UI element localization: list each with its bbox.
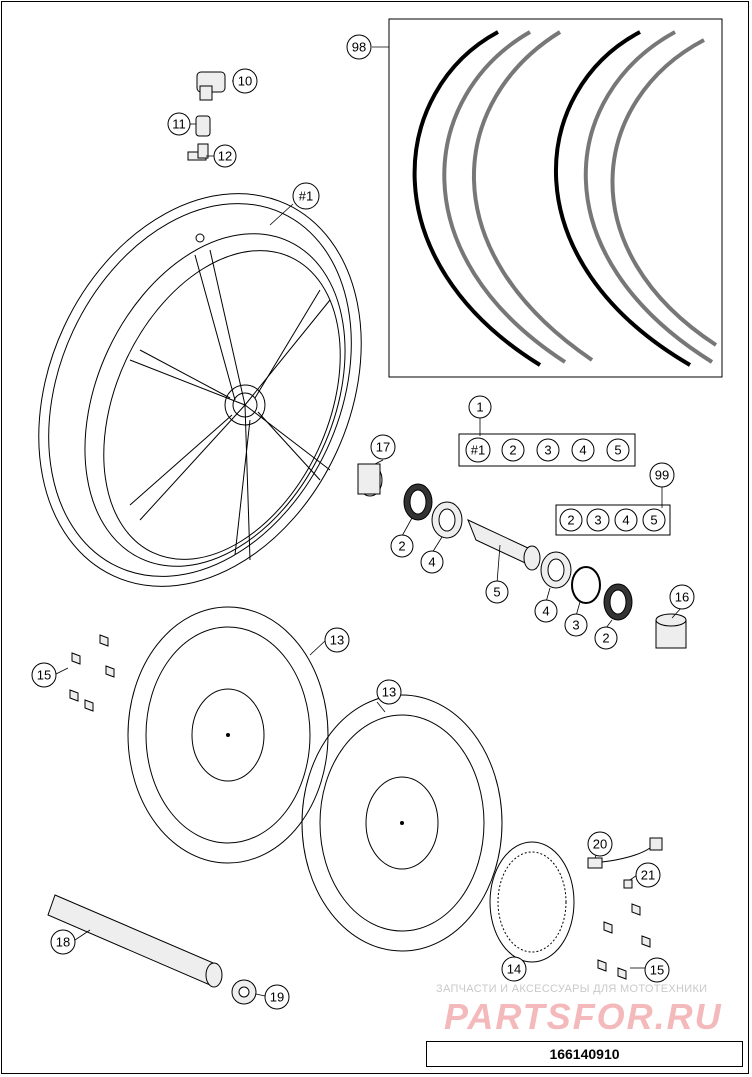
spacer-17 — [357, 463, 383, 497]
callout-19: 19 — [264, 984, 290, 1010]
svg-text:18: 18 — [56, 935, 70, 950]
distance-sleeve-5 — [467, 519, 541, 571]
spacer-16 — [655, 613, 687, 649]
callout-1: 1 — [468, 395, 492, 419]
callout-2-right: 2 — [594, 626, 618, 650]
svg-text:98: 98 — [352, 40, 366, 55]
svg-text:21: 21 — [641, 868, 655, 883]
circlip-3 — [571, 566, 601, 604]
svg-text:4: 4 — [542, 604, 549, 619]
disc-bolts-right — [597, 903, 651, 980]
callout-14: 14 — [501, 956, 527, 982]
callout-17: 17 — [370, 434, 396, 460]
svg-text:11: 11 — [172, 117, 186, 132]
abs-sensor-ring — [489, 841, 575, 963]
callout-wheel: #1 — [292, 182, 320, 210]
svg-text:3: 3 — [544, 443, 551, 458]
valve-nut — [195, 115, 211, 137]
disc-bolts-left — [69, 634, 115, 712]
svg-text:13: 13 — [330, 633, 344, 648]
callout-3: 3 — [564, 613, 588, 637]
callout-98: 98 — [346, 34, 372, 60]
svg-text:99: 99 — [655, 468, 669, 483]
brake-disc-right — [301, 694, 503, 952]
callout-4-left: 4 — [420, 550, 444, 574]
svg-text:4: 4 — [579, 443, 586, 458]
bearing-4-right — [540, 551, 572, 589]
svg-text:15: 15 — [650, 963, 664, 978]
seal-2-right — [603, 583, 633, 621]
svg-text:2: 2 — [567, 513, 574, 528]
svg-text:4: 4 — [622, 513, 629, 528]
sensor-bolt — [623, 879, 633, 889]
svg-text:13: 13 — [382, 685, 396, 700]
valve-stem — [187, 143, 209, 161]
callout-20: 20 — [587, 831, 613, 857]
part-set-99: 2 3 4 5 — [555, 504, 671, 536]
callout-12: 12 — [213, 144, 237, 168]
svg-text:3: 3 — [572, 618, 579, 633]
watermark-caption: ЗАПЧАСТИ И АКСЕССУАРЫ ДЛЯ МОТОТЕХНИКИ — [436, 983, 708, 995]
abs-sensor — [587, 837, 663, 869]
part-set-1: #1 2 3 4 5 — [458, 433, 636, 467]
svg-text:20: 20 — [593, 837, 607, 852]
callout-99: 99 — [649, 462, 675, 488]
svg-text:5: 5 — [614, 443, 621, 458]
callout-13-left: 13 — [324, 627, 350, 653]
callout-4-right: 4 — [534, 599, 558, 623]
valve-cap — [196, 71, 226, 101]
svg-text:2: 2 — [509, 443, 516, 458]
svg-text:#1: #1 — [299, 189, 313, 204]
wheel-spindle — [47, 894, 223, 988]
svg-text:14: 14 — [507, 962, 521, 977]
spindle-nut — [231, 979, 257, 1005]
svg-text:10: 10 — [238, 74, 252, 89]
drawing-number: 166140910 — [426, 1041, 743, 1067]
svg-text:19: 19 — [270, 990, 284, 1005]
callout-11: 11 — [167, 112, 191, 136]
callout-16: 16 — [669, 584, 695, 610]
callout-21: 21 — [635, 862, 661, 888]
callout-2-left: 2 — [390, 534, 414, 558]
svg-text:1: 1 — [476, 400, 483, 415]
svg-text:3: 3 — [594, 513, 601, 528]
svg-text:2: 2 — [398, 539, 405, 554]
callout-10: 10 — [232, 68, 258, 94]
svg-text:5: 5 — [650, 513, 657, 528]
front-wheel-rim — [38, 193, 362, 587]
rim-stripe-kit — [388, 18, 723, 378]
seal-2-left — [403, 483, 433, 521]
svg-text:12: 12 — [218, 149, 232, 164]
svg-text:5: 5 — [493, 585, 500, 600]
svg-text:2: 2 — [602, 631, 609, 646]
svg-text:4: 4 — [428, 555, 435, 570]
svg-text:17: 17 — [376, 440, 390, 455]
bearing-4-left — [431, 501, 463, 539]
svg-text:15: 15 — [37, 668, 51, 683]
callout-15-right: 15 — [644, 957, 670, 983]
watermark-logo: PARTSFOR.RU — [444, 996, 723, 1037]
callout-18: 18 — [50, 929, 76, 955]
callout-13-right: 13 — [376, 679, 402, 705]
callout-5: 5 — [485, 580, 509, 604]
svg-text:16: 16 — [675, 590, 689, 605]
brake-disc-left — [127, 606, 329, 864]
callout-15-left: 15 — [31, 662, 57, 688]
svg-text:#1: #1 — [471, 443, 485, 458]
